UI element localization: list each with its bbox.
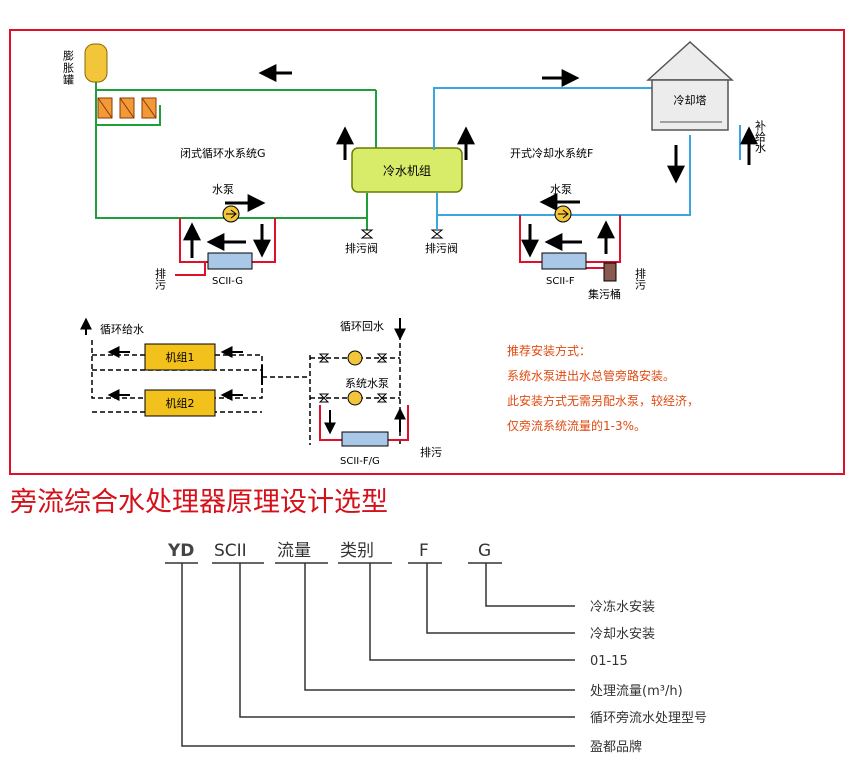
- open-system-label: 开式冷却水系统F: [510, 147, 593, 160]
- note-line-1: 推荐安装方式：: [507, 343, 591, 358]
- pump-left: 水泵: [212, 183, 240, 223]
- system-pumps: [318, 350, 388, 406]
- note-line-2: 系统水泵进出水总管旁路安装。: [507, 368, 675, 383]
- return-water-label: 循环回水: [340, 320, 384, 333]
- makeup-water-label: 补给水: [754, 120, 767, 153]
- expansion-tank: 膨胀罐: [62, 43, 108, 86]
- meaning-flow: 处理流量(m³/h): [590, 684, 683, 699]
- drain-right-label: 排污: [634, 267, 647, 290]
- collection-tank: 集污桶: [588, 262, 621, 301]
- meaning-cooling-water: 冷却水安装: [590, 627, 655, 642]
- flow-arrows-open: [457, 69, 758, 211]
- flow-arrows-closed: [225, 64, 354, 212]
- meaning-brand: 盈都品牌: [590, 739, 642, 755]
- unit-2: 机组2: [144, 389, 216, 417]
- drain-bottom-label: 排污: [420, 445, 442, 459]
- drain-valve-2: 排污阀: [425, 229, 458, 255]
- drain-valve-1-label: 排污阀: [345, 241, 378, 255]
- code-part-flow: 流量: [277, 541, 311, 561]
- drain-valve-1: 排污阀: [345, 229, 378, 255]
- processor-g: SCII-G: [207, 252, 253, 287]
- code-part-yd: YD: [167, 541, 194, 561]
- chiller-label: 冷水机组: [383, 164, 431, 178]
- cooling-tower: 冷却塔: [646, 40, 734, 131]
- model-code-leaders: [181, 563, 575, 747]
- pump-right-label: 水泵: [550, 183, 572, 196]
- processor-f-label: SCII-F: [546, 276, 575, 287]
- closed-loop-pipes: [95, 70, 377, 230]
- system-pump-label: 系统水泵: [345, 377, 389, 390]
- processor-f: SCII-F: [541, 252, 587, 287]
- unit-1: 机组1: [144, 343, 216, 371]
- code-part-category: 类别: [340, 541, 374, 561]
- drain-valve-2-label: 排污阀: [425, 241, 458, 255]
- code-part-g: G: [478, 541, 491, 561]
- unit-2-label: 机组2: [166, 396, 195, 410]
- note-line-3: 此安装方式无需另配水泵，较经济，: [507, 393, 699, 408]
- cooling-tower-label: 冷却塔: [674, 94, 707, 107]
- bypass-g-pipes: [175, 218, 276, 276]
- bypass-fg-arrows: [324, 407, 406, 435]
- processor-fg: SCII-F/G: [340, 431, 389, 467]
- code-part-f: F: [419, 541, 429, 561]
- closed-system-label: 闭式循环水系统G: [180, 147, 266, 160]
- bypass-f-pipes: [519, 215, 621, 269]
- bypass-fg-pipes: [319, 405, 409, 441]
- chiller-unit: 冷水机组: [351, 147, 463, 193]
- meaning-model: 循环旁流水处理型号: [590, 710, 707, 726]
- processor-fg-label: SCII-F/G: [340, 456, 380, 467]
- unit-1-label: 机组1: [166, 350, 195, 364]
- model-code-meanings: 冷冻水安装 冷却水安装 01-15 处理流量(m³/h) 循环旁流水处理型号 盈…: [590, 599, 707, 755]
- meaning-chilled-water: 冷冻水安装: [590, 599, 655, 615]
- note-line-4: 仅旁流系统流量的1-3%。: [507, 418, 646, 433]
- model-code-parts: YD SCII 流量 类别 F G: [167, 541, 491, 561]
- diagram-frame: [9, 29, 845, 475]
- install-notes: 推荐安装方式： 系统水泵进出水总管旁路安装。 此安装方式无需另配水泵，较经济， …: [507, 343, 699, 433]
- bypass-f-arrows: [521, 220, 615, 258]
- code-part-scii: SCII: [214, 541, 247, 561]
- collection-tank-label: 集污桶: [588, 287, 621, 301]
- parallel-arrows: [80, 317, 243, 401]
- supply-water-label: 循环给水: [100, 323, 144, 336]
- main-title: 旁流综合水处理器原理设计选型: [10, 487, 388, 518]
- filter-units: [97, 97, 157, 119]
- processor-g-label: SCII-G: [212, 276, 243, 287]
- pump-right: 水泵: [550, 183, 572, 223]
- drain-left-label: 排污: [154, 267, 167, 290]
- meaning-range: 01-15: [590, 654, 628, 669]
- pump-left-label: 水泵: [212, 183, 234, 196]
- bypass-g-arrows: [183, 222, 271, 258]
- expansion-tank-label: 膨胀罐: [62, 49, 75, 86]
